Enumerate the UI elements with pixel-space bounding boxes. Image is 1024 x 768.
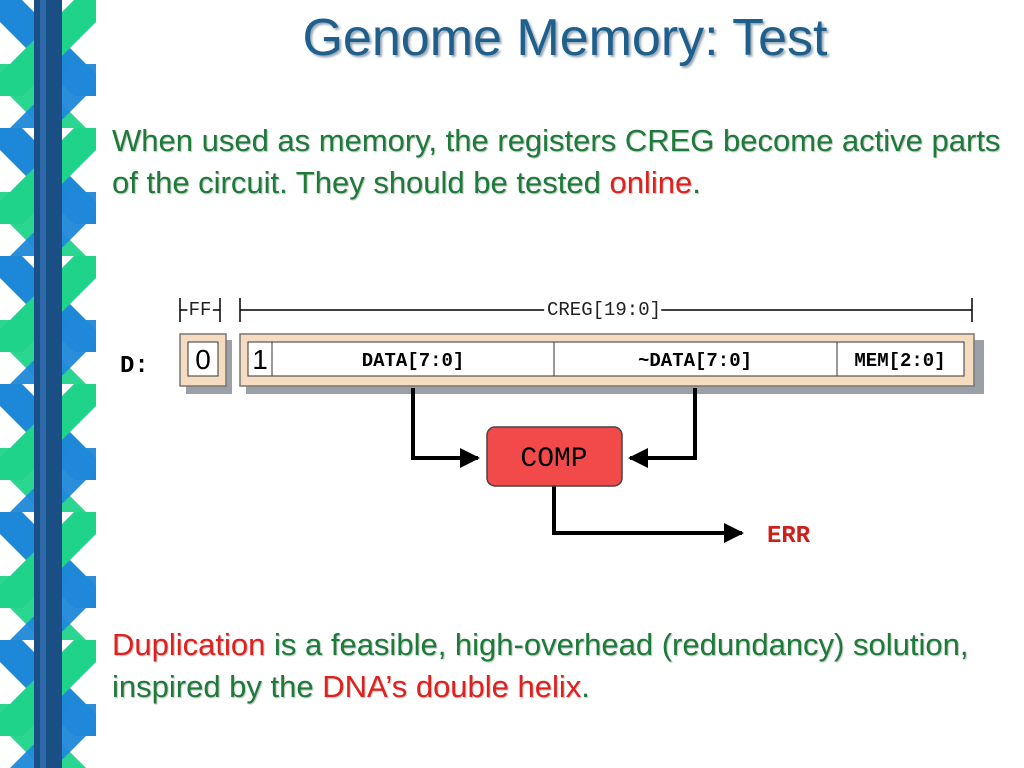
- row-label-d: D:: [120, 353, 149, 380]
- creg-bracket: [239, 298, 973, 322]
- ff-bit-value: 0: [195, 344, 211, 375]
- notdata-to-comp-wire: [628, 388, 697, 468]
- comparator-label: COMP: [520, 444, 587, 475]
- comp-to-err-wire: [552, 486, 744, 543]
- slide-title: Genome Memory: Test: [302, 9, 828, 67]
- creg-label: CREG[19:0]: [547, 299, 661, 321]
- intro-paragraph: When used as memory, the registers CREG …: [112, 120, 1012, 204]
- double-helix-decoration: [0, 0, 96, 768]
- intro-highlight-online: online: [609, 165, 693, 200]
- creg-register: 1 DATA[7:0] ~DATA[7:0] MEM[2:0]: [239, 333, 984, 394]
- conclusion-highlight-duplication: Duplication: [112, 627, 266, 662]
- data-to-comp-wire: [411, 388, 480, 468]
- creg-lead-bit: 1: [252, 344, 268, 375]
- conclusion-highlight-dna: DNA’s double helix: [322, 669, 582, 704]
- intro-text: When used as memory, the registers CREG …: [112, 123, 1001, 200]
- ff-bracket: [179, 298, 221, 322]
- ff-label: FF: [189, 299, 212, 321]
- error-output-label: ERR: [767, 523, 811, 550]
- intro-period: .: [692, 165, 701, 200]
- field-data: DATA[7:0]: [362, 350, 465, 372]
- field-mem: MEM[2:0]: [854, 350, 945, 372]
- comparator-block: COMP: [486, 426, 623, 487]
- conclusion-paragraph: Duplication is a feasible, high-overhead…: [112, 624, 1012, 708]
- field-not-data: ~DATA[7:0]: [638, 350, 752, 372]
- conclusion-period: .: [581, 669, 590, 704]
- comparator-wires: [411, 388, 744, 543]
- conclusion-text: is a feasible, high-overhead (redundancy…: [112, 627, 969, 704]
- ff-register: 0: [179, 333, 232, 394]
